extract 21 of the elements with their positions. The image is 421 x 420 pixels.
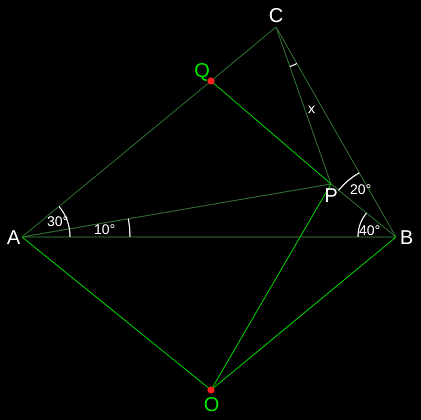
point-label: P [323,186,339,206]
line-segment [210,236,396,390]
point-label: A [5,228,22,248]
point-label: C [268,6,284,26]
angle-label: 30° [47,214,68,228]
angle-label: 40° [359,223,380,237]
line-segment [330,184,396,238]
line-segment [22,236,212,390]
line-segment [276,26,332,184]
line-segment [276,26,396,238]
line-segment [210,80,332,184]
angle-label: 10° [94,222,116,236]
point-label: O [203,395,220,415]
line-segment [22,80,212,238]
angle-label: x [308,101,315,115]
point-label: B [398,228,415,248]
line-segment [22,184,332,238]
angle-label: 20° [350,182,372,196]
line-segment [210,26,276,82]
line-segment [22,236,396,238]
point-label: Q [193,61,211,81]
